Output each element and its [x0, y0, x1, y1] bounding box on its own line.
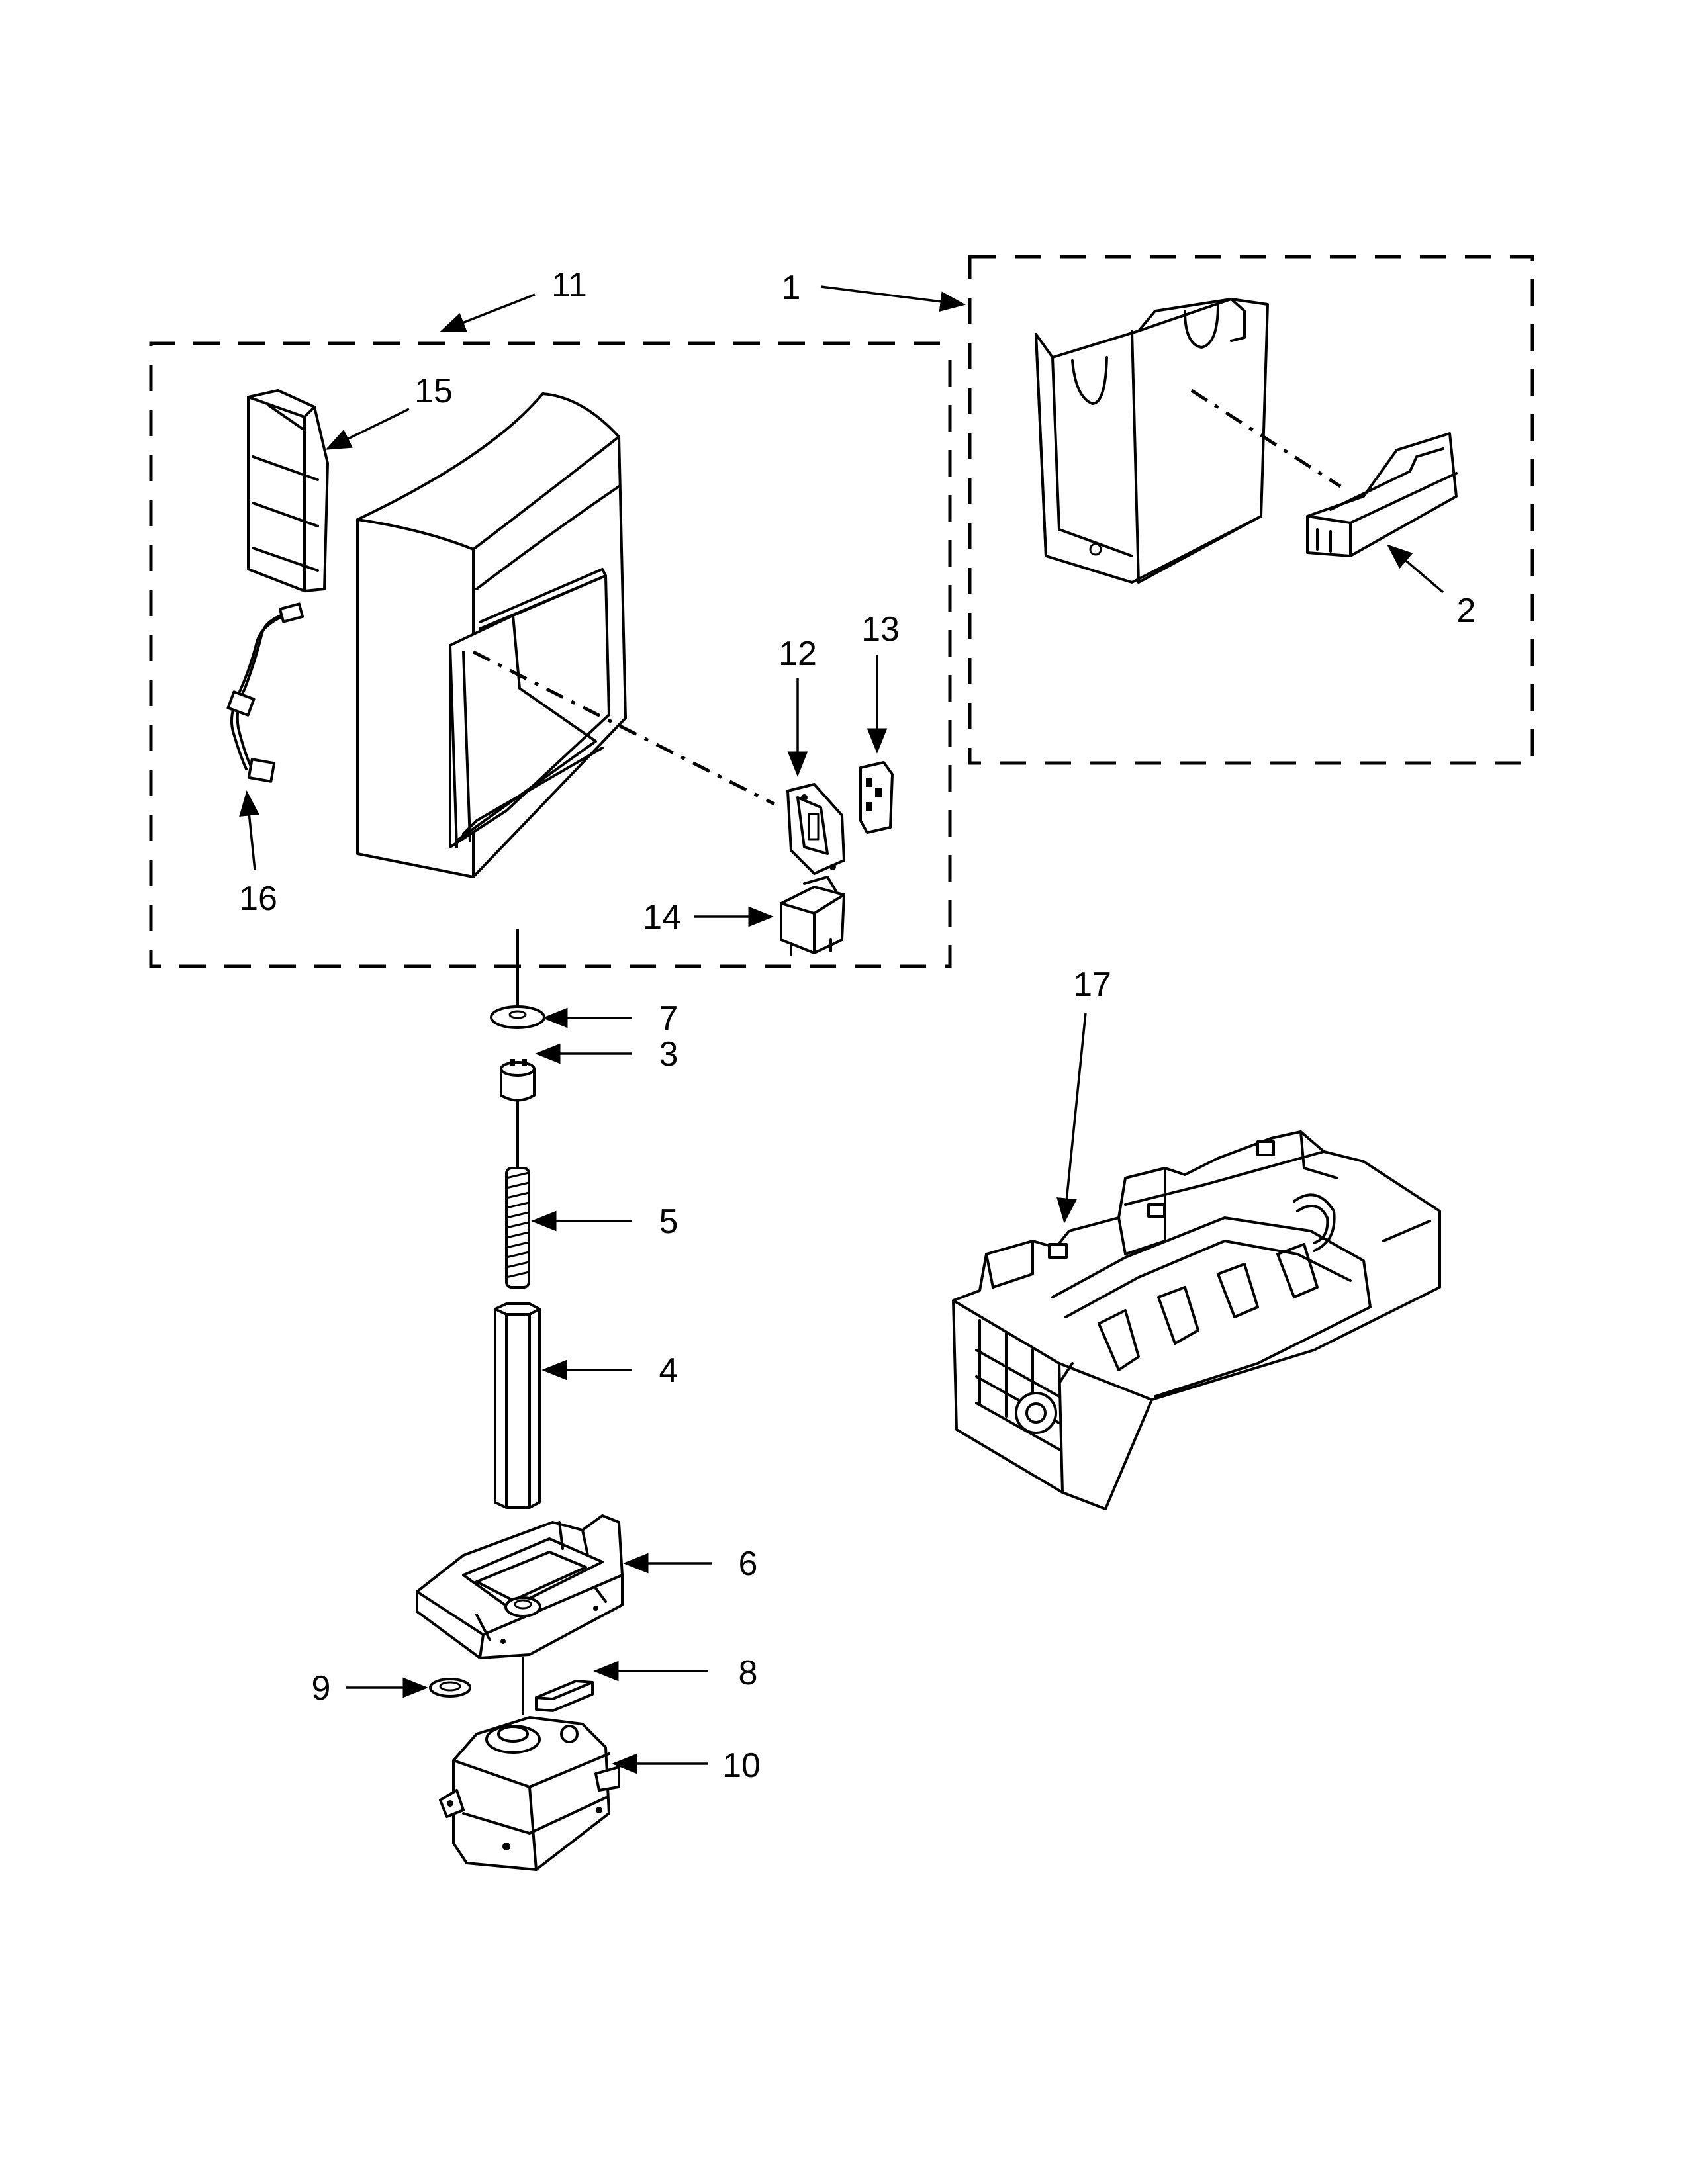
callout-15: 15	[414, 372, 453, 410]
assembly-11-boundary	[149, 341, 952, 968]
bucket-handle-part-2	[1306, 432, 1458, 557]
leader-16	[239, 790, 259, 871]
leader-arrows	[239, 285, 1444, 1774]
panel-part-15	[247, 389, 329, 592]
assembly-1-boundary	[968, 255, 1534, 765]
callout-11: 11	[551, 266, 587, 304]
clip-part-8	[535, 1680, 594, 1712]
leader-2	[1387, 544, 1444, 594]
coupler-part-3	[500, 1059, 536, 1102]
bracket-part-12	[786, 783, 845, 875]
leader-15	[325, 408, 410, 450]
motor-part-10	[439, 1716, 620, 1871]
leader-11	[440, 293, 536, 332]
callout-5: 5	[659, 1203, 679, 1241]
ice-bucket-part-1	[1035, 298, 1269, 584]
callout-8: 8	[739, 1654, 758, 1692]
callout-17: 17	[1073, 966, 1111, 1004]
shaft-part-4	[494, 1302, 541, 1509]
switch-part-13	[859, 761, 894, 834]
mount-part-6	[416, 1514, 624, 1659]
leader-1	[820, 285, 966, 312]
callout-2: 2	[1457, 592, 1476, 630]
housing-to-bracket-line	[472, 650, 776, 806]
callout-7: 7	[659, 999, 679, 1038]
callout-12: 12	[778, 635, 817, 673]
callout-4: 4	[659, 1351, 679, 1390]
washer-part-7	[490, 1005, 545, 1029]
callout-10: 10	[722, 1747, 761, 1785]
callout-6: 6	[739, 1545, 758, 1583]
leader-17	[1056, 1012, 1087, 1224]
callout-13: 13	[861, 610, 900, 649]
dispenser-housing-part-11	[356, 392, 627, 878]
callout-16: 16	[239, 880, 277, 918]
washer-part-9	[429, 1678, 471, 1698]
callout-14: 14	[643, 898, 681, 936]
callout-1: 1	[782, 269, 801, 307]
relay-part-14	[780, 876, 845, 956]
spring-part-5	[505, 1167, 530, 1289]
callout-3: 3	[659, 1035, 679, 1073]
callout-labels: 11 1 2 15 16 12 13 14 7 3 5 4 6 8 9 10 1…	[239, 266, 1476, 1785]
ice-maker-part-17	[952, 1130, 1441, 1510]
bucket-to-handle-line	[1190, 388, 1342, 488]
wire-harness-part-16	[226, 602, 305, 783]
callout-9: 9	[312, 1669, 331, 1707]
